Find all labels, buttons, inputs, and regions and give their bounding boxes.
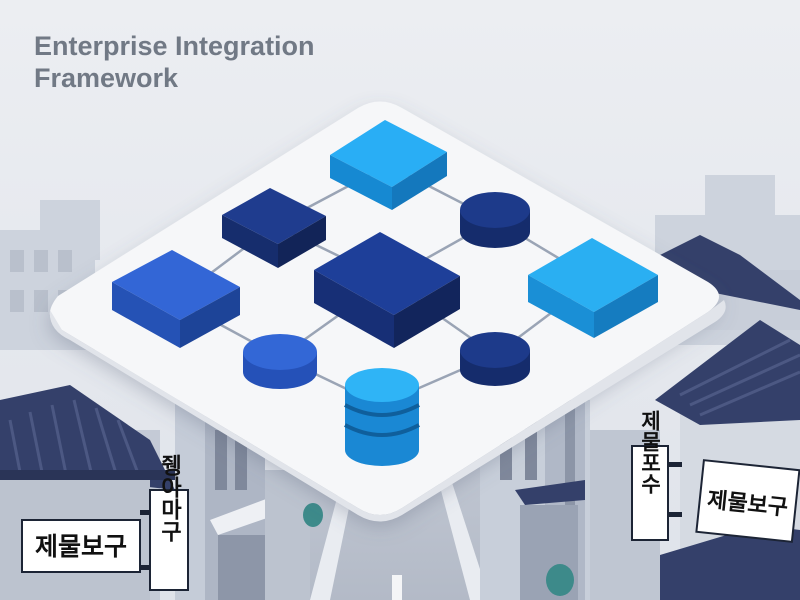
left-vertical-sign-text: 쥉아마구	[157, 454, 182, 542]
sign-bracket	[140, 565, 150, 570]
integration-node-dark	[222, 188, 326, 268]
street-building-left	[175, 400, 323, 600]
database-icon	[344, 368, 420, 466]
integration-node-cylinder-dark-top	[460, 192, 530, 248]
integration-node-mid-left	[112, 250, 240, 348]
left-vertical-sign	[149, 489, 189, 591]
title-line-2: Framework	[34, 63, 179, 93]
integration-node-cylinder-blue	[243, 334, 317, 389]
sign-bracket	[140, 510, 150, 515]
left-horizontal-sign-text: 제물보구	[35, 532, 127, 561]
integration-node-light-top	[330, 120, 447, 210]
right-horizontal-sign	[695, 459, 800, 543]
right-vertical-sign-text: 제물포수	[638, 410, 662, 494]
title-line-1: Enterprise Integration	[34, 31, 315, 61]
integration-node-light-right	[528, 238, 658, 338]
left-horizontal-sign	[21, 519, 141, 573]
sign-bracket	[668, 462, 682, 467]
road-marking	[392, 575, 402, 600]
sign-bracket	[668, 512, 682, 517]
page-title: Enterprise Integration Framework	[34, 30, 394, 94]
integration-node-center	[314, 232, 460, 348]
integration-node-cylinder-dark-bottom	[460, 332, 530, 386]
right-vertical-sign	[631, 445, 669, 541]
